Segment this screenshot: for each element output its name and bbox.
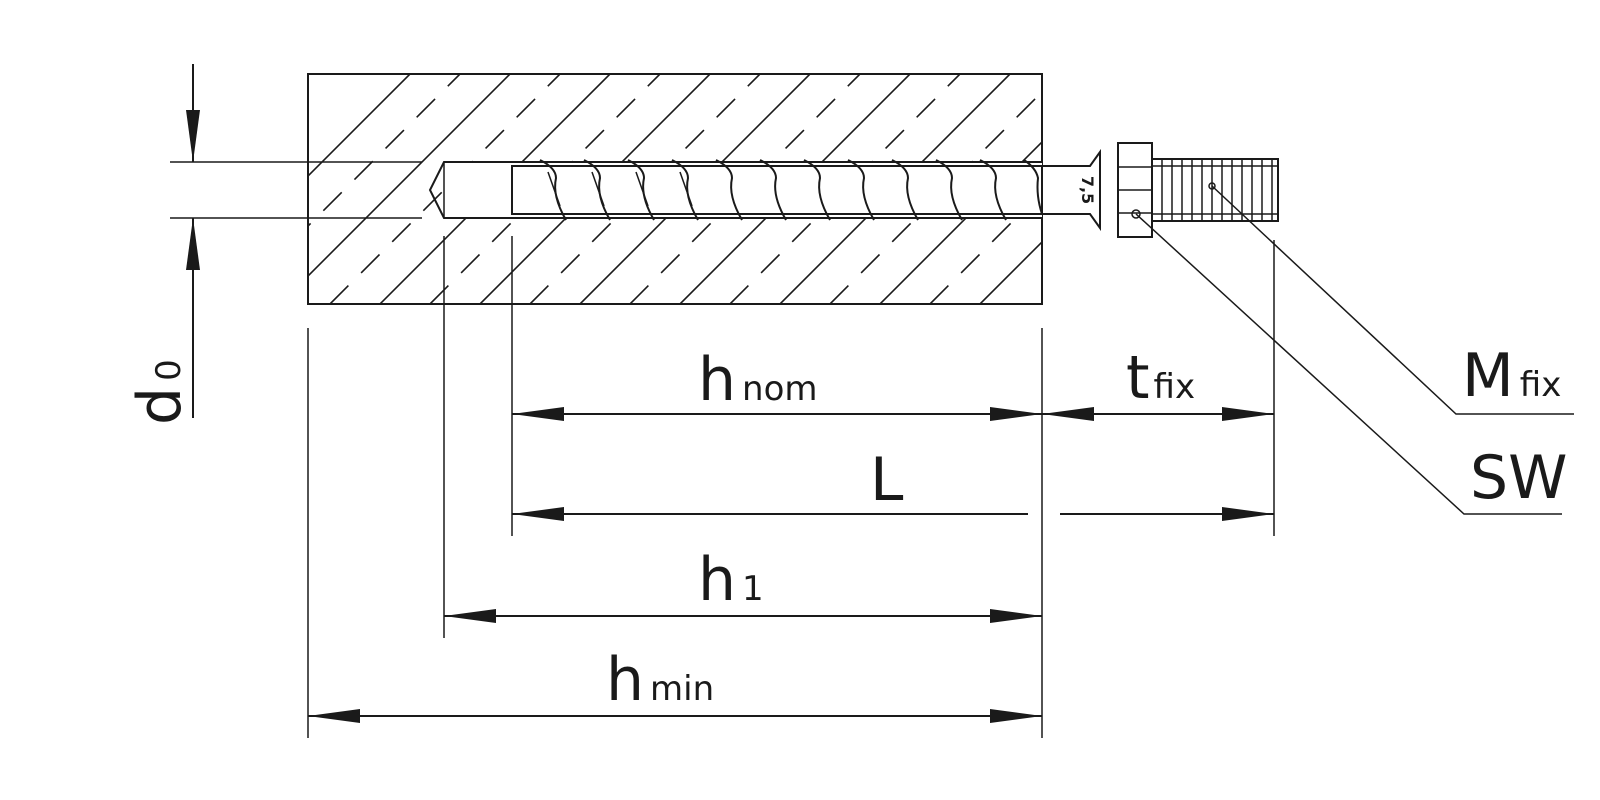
screw-thread <box>539 159 1043 221</box>
thread-shading <box>547 171 693 207</box>
hex-nut <box>1117 142 1153 238</box>
m-fix-main: M <box>1462 341 1514 411</box>
d0-sub: 0 <box>149 359 189 381</box>
h-1-sub: 1 <box>742 569 764 609</box>
sw-label: SW <box>1470 443 1567 513</box>
m-fix-sub: fix <box>1520 365 1562 405</box>
callout-sw: SW <box>1135 213 1567 515</box>
h-min-sub: min <box>650 669 714 709</box>
h-min-main: h <box>606 645 644 715</box>
drill-hole <box>428 161 1042 219</box>
anchor-head: 7,5 <box>1041 142 1279 238</box>
dimension-d0: d0 <box>125 64 422 425</box>
dimension-L: L <box>512 445 1274 521</box>
d0-main: d <box>125 387 195 425</box>
nut-marking: 7,5 <box>1078 176 1097 204</box>
anchor-neck <box>1041 148 1101 232</box>
hatch-solid-lines <box>308 74 1042 304</box>
d0-label: d0 <box>125 359 195 425</box>
t-fix-sub: fix <box>1154 367 1196 407</box>
hatch-dashed-lines <box>308 74 1042 304</box>
metric-thread-stud <box>1151 158 1279 222</box>
h-1-main: h <box>698 545 736 615</box>
t-fix-main: t <box>1126 343 1150 413</box>
h-nom-main: h <box>698 345 736 415</box>
extension-lines <box>307 236 1275 738</box>
L-label: L <box>870 445 904 515</box>
h-nom-sub: nom <box>742 369 817 409</box>
